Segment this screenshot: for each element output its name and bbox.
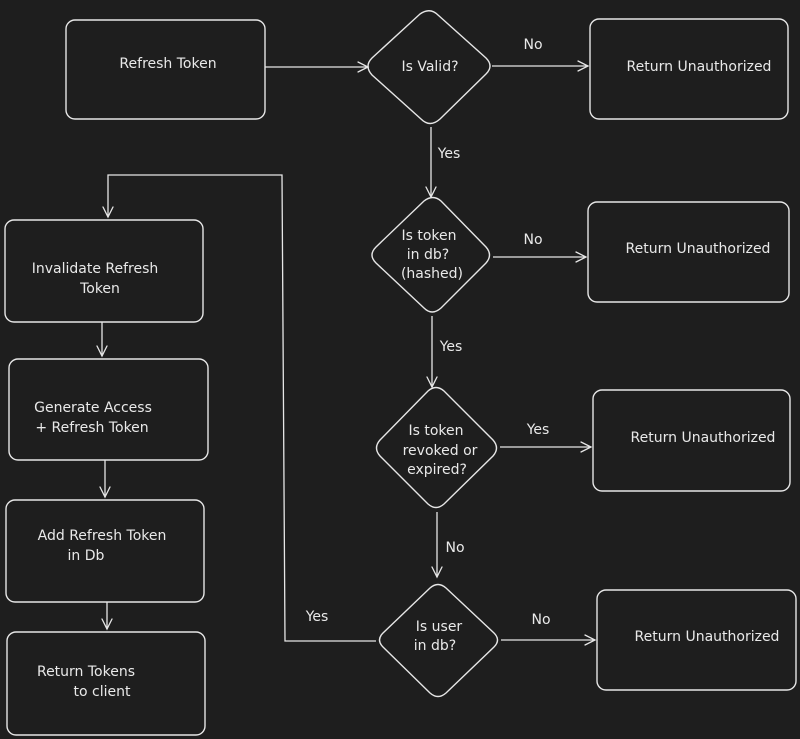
- user-yes-label: Yes: [305, 609, 329, 625]
- return-unauthorized-label-2: Return Unauthorized: [626, 241, 771, 257]
- revoked-yes-label: Yes: [526, 422, 550, 438]
- revoked-label-line-2: revoked or: [403, 443, 478, 459]
- arrow-refresh-to-valid: [265, 61, 370, 73]
- add-refresh-token-node: Add Refresh Token in Db: [5, 499, 205, 603]
- return-unauthorized-label-3: Return Unauthorized: [631, 430, 776, 446]
- user-in-db-decision: Is user in db?: [378, 583, 499, 698]
- arrow-in-db-no: [493, 251, 588, 263]
- revoked-label-line-3: expired?: [407, 462, 467, 478]
- token-revoked-decision: Is token revoked or expired?: [375, 386, 498, 509]
- return-unauthorized-label-4: Return Unauthorized: [635, 629, 780, 645]
- return-unauthorized-label-1: Return Unauthorized: [627, 59, 772, 75]
- arrow-user-yes-loop: [102, 174, 376, 642]
- in-db-label-line-3: (hashed): [401, 266, 463, 282]
- arrow-in-db-yes: [426, 316, 438, 389]
- return-tokens-node: Return Tokens to client: [6, 631, 206, 736]
- generate-label-line-2: + Refresh Token: [35, 420, 148, 436]
- is-valid-label: Is Valid?: [401, 59, 458, 75]
- in-db-label-line-1: Is token: [401, 228, 456, 244]
- user-no-label: No: [531, 612, 550, 628]
- return-unauthorized-node-3: Return Unauthorized: [592, 389, 791, 492]
- revoked-label-line-1: Is token: [408, 423, 463, 439]
- invalidate-refresh-token-node: Invalidate Refresh Token: [4, 219, 204, 323]
- arrow-user-no: [501, 634, 597, 646]
- revoked-no-label: No: [445, 540, 464, 556]
- generate-label-line-1: Generate Access: [34, 400, 152, 416]
- invalidate-label-line-2: Token: [79, 281, 120, 297]
- arrow-valid-no: [492, 60, 590, 72]
- in-db-yes-label: Yes: [439, 339, 463, 355]
- user-label-line-2: in db?: [414, 638, 456, 654]
- return-tokens-label-line-1: Return Tokens: [37, 664, 135, 680]
- in-db-no-label: No: [523, 232, 542, 248]
- arrow-invalidate-to-generate: [96, 322, 108, 358]
- generate-tokens-node: Generate Access + Refresh Token: [8, 358, 209, 461]
- arrow-add-to-return: [101, 602, 113, 631]
- add-token-label-line-1: Add Refresh Token: [38, 528, 167, 544]
- user-label-line-1: Is user: [416, 619, 463, 635]
- return-unauthorized-node-2: Return Unauthorized: [587, 201, 790, 303]
- in-db-label-line-2: in db?: [407, 247, 449, 263]
- token-in-db-decision: Is token in db? (hashed): [371, 196, 491, 313]
- return-unauthorized-node-4: Return Unauthorized: [596, 589, 797, 691]
- arrow-revoked-yes: [500, 441, 593, 453]
- refresh-token-node: Refresh Token: [65, 19, 266, 120]
- add-token-label-line-2: in Db: [68, 548, 105, 564]
- return-unauthorized-node-1: Return Unauthorized: [589, 18, 789, 120]
- refresh-token-label: Refresh Token: [119, 56, 216, 72]
- return-tokens-label-line-2: to client: [74, 684, 131, 700]
- arrow-revoked-no: [431, 512, 443, 579]
- arrow-valid-yes: [425, 127, 437, 199]
- valid-no-label: No: [523, 37, 542, 53]
- invalidate-label-line-1: Invalidate Refresh: [32, 261, 159, 277]
- arrow-generate-to-add: [99, 460, 111, 499]
- valid-yes-label: Yes: [437, 146, 461, 162]
- is-valid-decision: Is Valid?: [367, 10, 491, 125]
